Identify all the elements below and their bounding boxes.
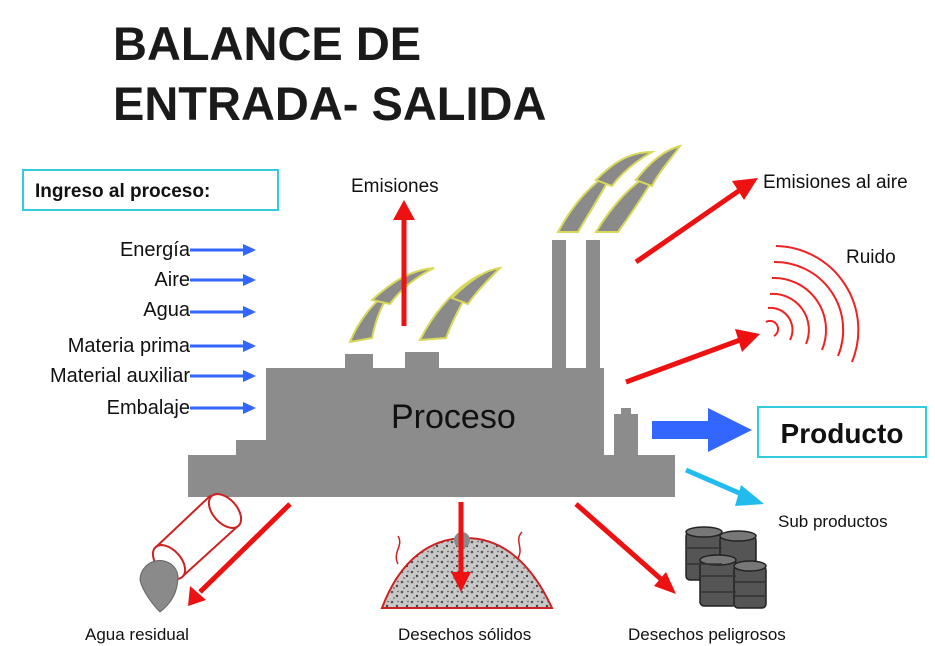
input-label-aire: Aire (154, 269, 190, 291)
input-arrow-energia (190, 244, 256, 256)
label-sub-productos: Sub productos (778, 512, 888, 531)
input-label-materia-prima: Materia prima (68, 335, 191, 357)
label-desechos-peligrosos: Desechos peligrosos (628, 625, 786, 644)
input-arrow-embalaje (190, 402, 256, 414)
label-producto: Producto (781, 418, 904, 449)
arrow-emisiones (393, 200, 415, 326)
input-arrow-materia-prima (190, 340, 256, 352)
title-line-2: ENTRADA- SALIDA (113, 77, 546, 130)
arrow-producto (652, 408, 752, 452)
label-emisiones: Emisiones (351, 176, 439, 197)
inputs-heading: Ingreso al proceso: (35, 181, 210, 202)
arrow-desechos-peligrosos (574, 502, 676, 594)
label-agua-residual: Agua residual (85, 625, 189, 644)
sound-wave-icon (765, 245, 860, 363)
pipe-icon (139, 493, 243, 613)
arrow-sub-productos (685, 467, 764, 506)
title-line-1: BALANCE DE (113, 17, 421, 70)
arrow-emisiones-aire (634, 178, 758, 265)
process-label: Proceso (391, 398, 516, 436)
input-label-embalaje: Embalaje (107, 397, 190, 419)
producto-box (757, 406, 927, 458)
waste-pile-icon (380, 531, 554, 609)
inputs-heading-box (22, 169, 279, 211)
label-emisiones-aire: Emisiones al aire (763, 172, 908, 193)
input-label-agua: Agua (143, 299, 191, 321)
input-label-energia: Energía (120, 239, 191, 261)
input-label-material-auxiliar: Material auxiliar (50, 365, 190, 387)
arrow-agua-residual (188, 502, 292, 606)
input-arrow-agua (190, 306, 256, 318)
arrow-desechos-solidos (451, 502, 471, 592)
label-desechos-solidos: Desechos sólidos (398, 625, 531, 644)
label-ruido: Ruido (846, 247, 896, 268)
barrel-stack-icon (685, 526, 767, 609)
input-arrow-aire (190, 274, 256, 286)
input-arrow-material-auxiliar (190, 370, 256, 382)
input-arrows (190, 244, 256, 414)
arrow-ruido (625, 329, 760, 385)
factory-building (188, 240, 675, 497)
